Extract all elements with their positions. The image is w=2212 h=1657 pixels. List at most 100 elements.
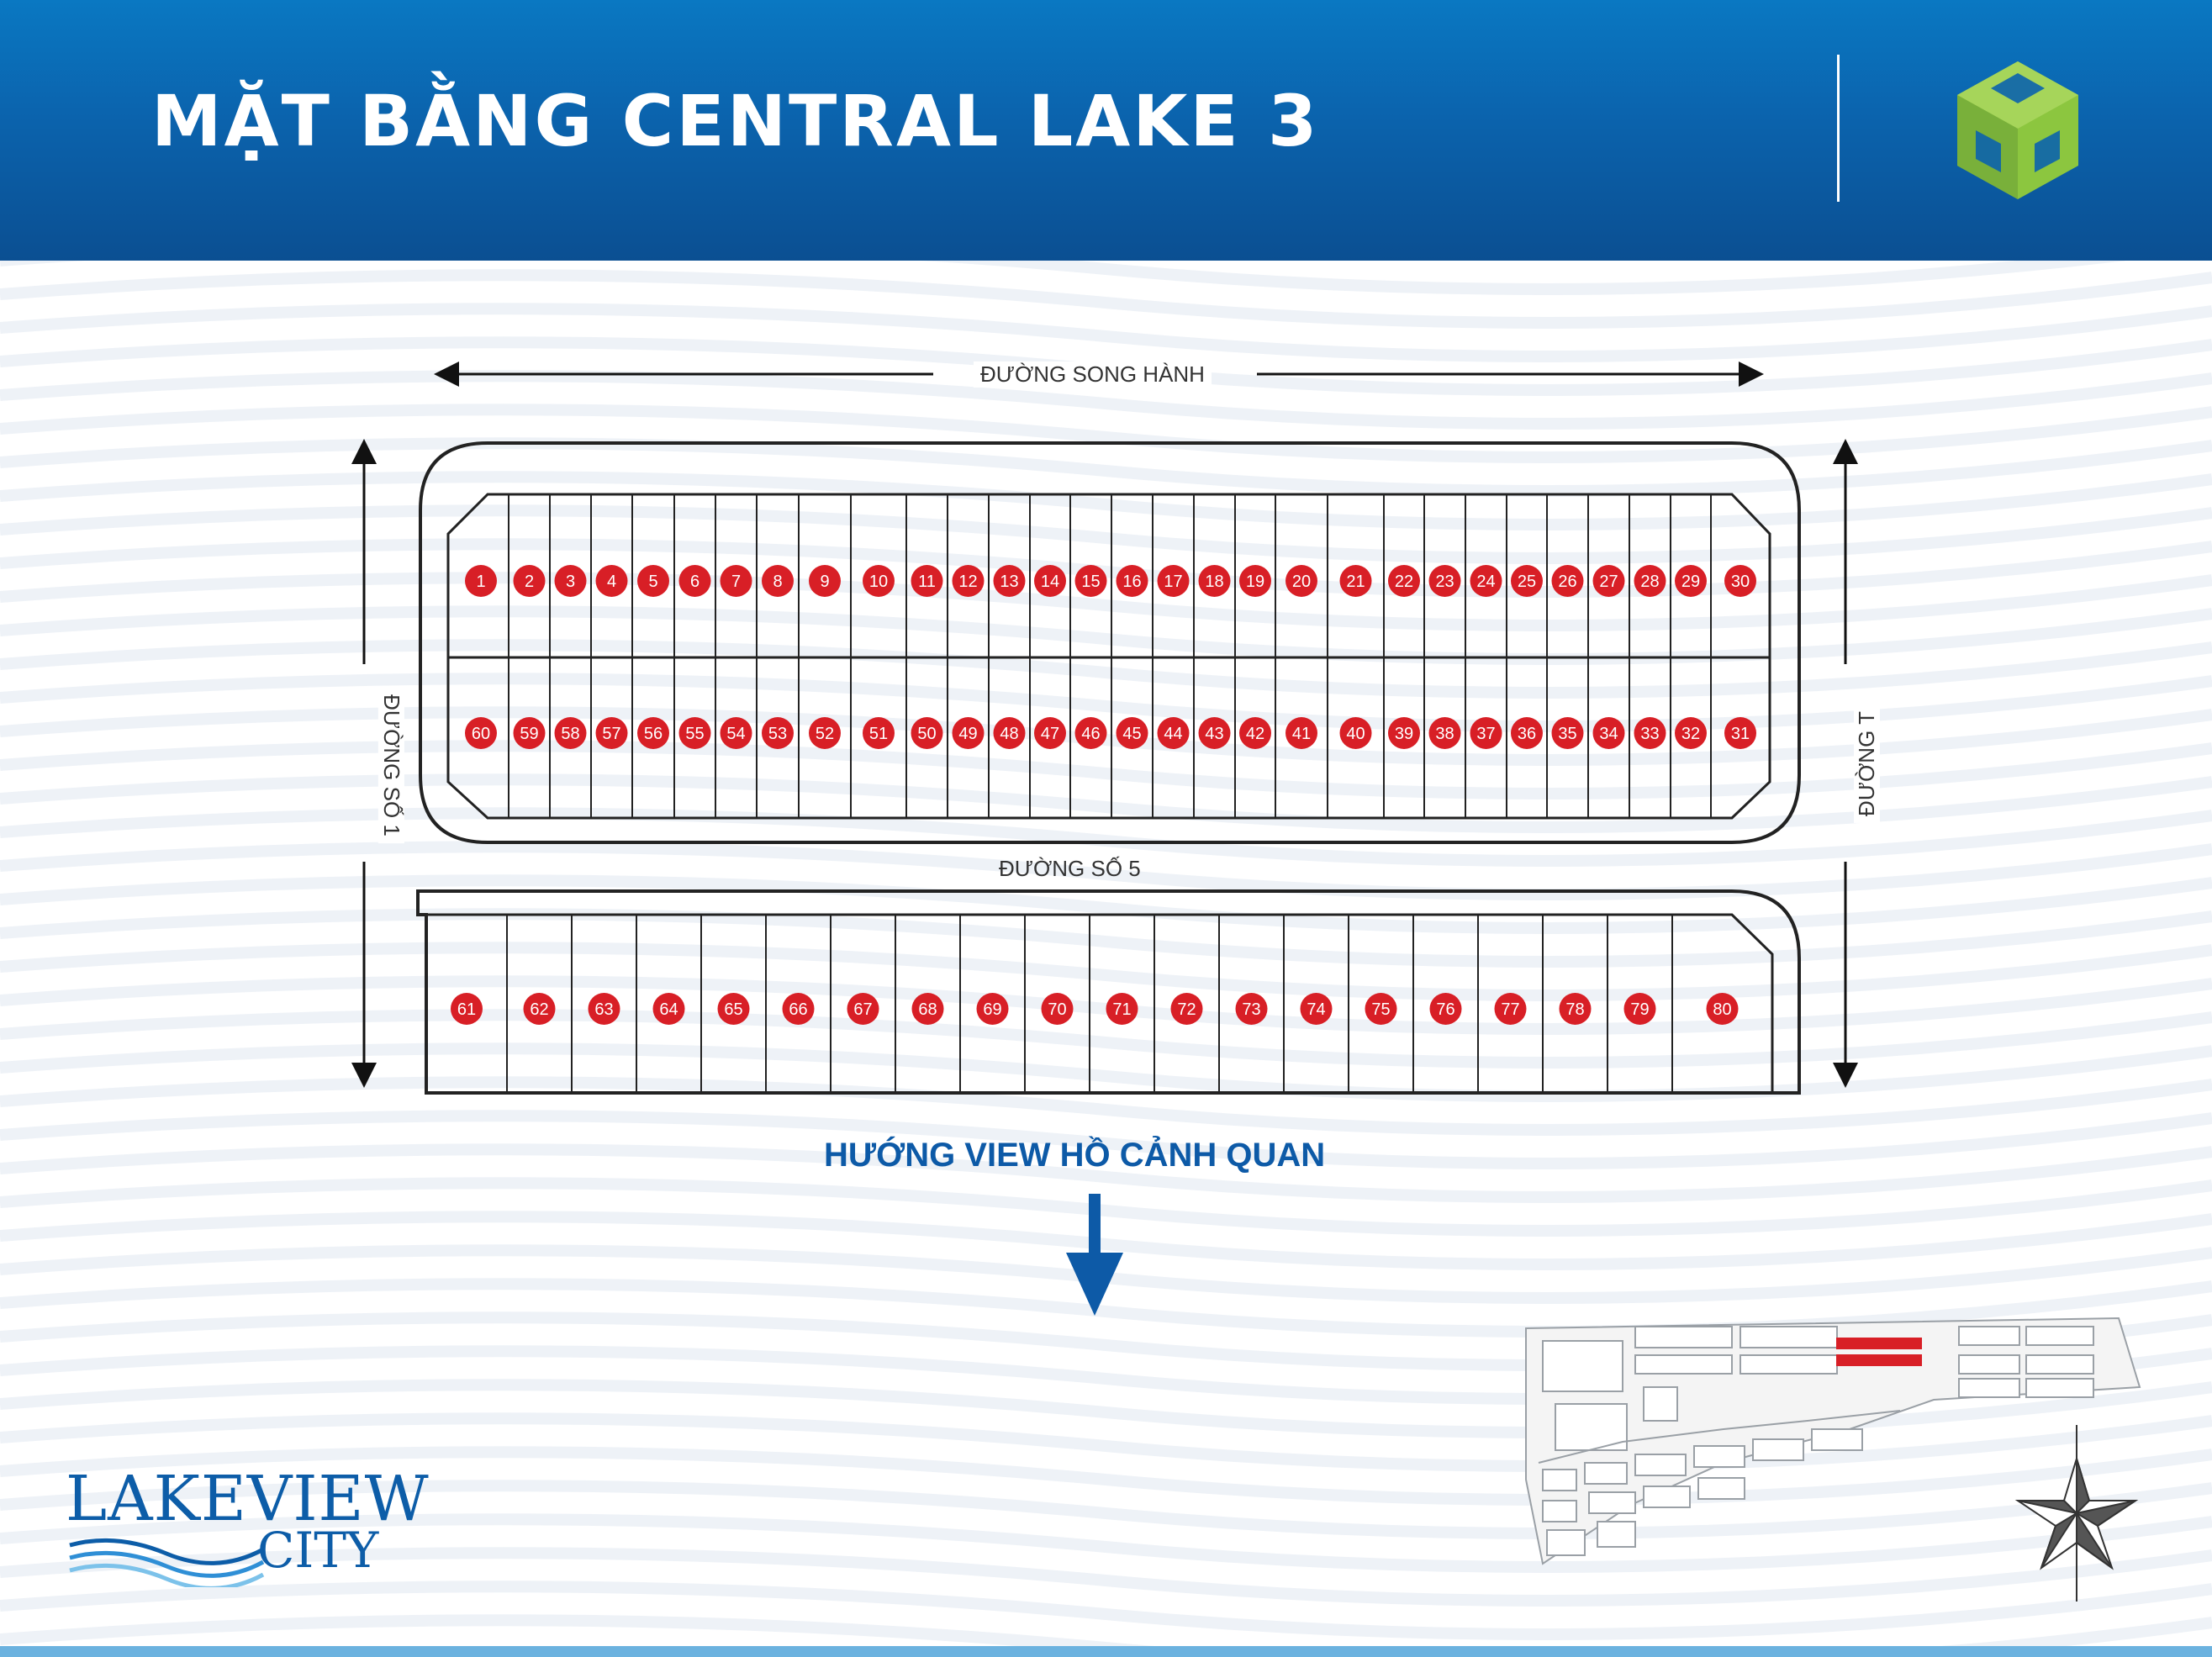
lot-circle <box>863 565 895 597</box>
lot-marker-31[interactable]: 31 <box>1724 717 1756 749</box>
lot-marker-59[interactable]: 59 <box>513 717 546 749</box>
lot-marker-66[interactable]: 66 <box>782 993 815 1025</box>
lot-marker-33[interactable]: 33 <box>1634 717 1666 749</box>
lot-marker-3[interactable]: 3 <box>554 565 587 597</box>
lot-marker-75[interactable]: 75 <box>1365 993 1397 1025</box>
lot-marker-13[interactable]: 13 <box>993 565 1026 597</box>
lot-marker-36[interactable]: 36 <box>1511 717 1543 749</box>
lot-marker-9[interactable]: 9 <box>809 565 841 597</box>
lot-marker-50[interactable]: 50 <box>911 717 943 749</box>
lot-marker-80[interactable]: 80 <box>1706 993 1739 1025</box>
lot-marker-60[interactable]: 60 <box>465 717 497 749</box>
lot-marker-18[interactable]: 18 <box>1198 565 1231 597</box>
lot-marker-52[interactable]: 52 <box>809 717 841 749</box>
lot-marker-65[interactable]: 65 <box>717 993 750 1025</box>
lot-marker-53[interactable]: 53 <box>762 717 794 749</box>
lot-marker-57[interactable]: 57 <box>595 717 628 749</box>
lot-circle <box>1511 717 1543 749</box>
lot-number: 69 <box>983 1000 1001 1019</box>
lot-marker-49[interactable]: 49 <box>952 717 985 749</box>
lot-marker-11[interactable]: 11 <box>911 565 943 597</box>
lot-number: 67 <box>853 1000 872 1019</box>
lot-marker-41[interactable]: 41 <box>1285 717 1317 749</box>
lot-marker-34[interactable]: 34 <box>1592 717 1625 749</box>
lot-circle <box>1300 993 1333 1025</box>
lot-marker-32[interactable]: 32 <box>1675 717 1707 749</box>
lot-marker-21[interactable]: 21 <box>1339 565 1372 597</box>
lot-marker-43[interactable]: 43 <box>1198 717 1231 749</box>
lot-marker-68[interactable]: 68 <box>911 993 944 1025</box>
lot-marker-58[interactable]: 58 <box>554 717 587 749</box>
lot-marker-16[interactable]: 16 <box>1116 565 1148 597</box>
lot-marker-6[interactable]: 6 <box>678 565 711 597</box>
lot-circle <box>1494 993 1527 1025</box>
lot-marker-14[interactable]: 14 <box>1034 565 1066 597</box>
lot-circle <box>863 717 895 749</box>
lot-marker-27[interactable]: 27 <box>1592 565 1625 597</box>
lot-marker-69[interactable]: 69 <box>976 993 1009 1025</box>
lot-number: 39 <box>1395 725 1413 743</box>
lot-marker-23[interactable]: 23 <box>1428 565 1461 597</box>
lot-marker-45[interactable]: 45 <box>1116 717 1148 749</box>
lot-number: 21 <box>1346 573 1365 591</box>
lot-marker-26[interactable]: 26 <box>1551 565 1584 597</box>
lot-marker-22[interactable]: 22 <box>1388 565 1420 597</box>
lot-marker-2[interactable]: 2 <box>513 565 546 597</box>
lot-marker-5[interactable]: 5 <box>637 565 669 597</box>
lot-circle <box>1157 565 1190 597</box>
lot-marker-10[interactable]: 10 <box>863 565 895 597</box>
lot-marker-67[interactable]: 67 <box>847 993 879 1025</box>
lot-marker-72[interactable]: 72 <box>1170 993 1203 1025</box>
lot-marker-44[interactable]: 44 <box>1157 717 1190 749</box>
lot-marker-29[interactable]: 29 <box>1675 565 1707 597</box>
lot-marker-39[interactable]: 39 <box>1388 717 1420 749</box>
lot-number: 43 <box>1205 725 1223 743</box>
lot-marker-24[interactable]: 24 <box>1470 565 1502 597</box>
lot-marker-77[interactable]: 77 <box>1494 993 1527 1025</box>
lot-marker-8[interactable]: 8 <box>762 565 794 597</box>
lot-marker-54[interactable]: 54 <box>720 717 752 749</box>
lot-marker-40[interactable]: 40 <box>1339 717 1372 749</box>
lot-marker-38[interactable]: 38 <box>1428 717 1461 749</box>
lot-marker-78[interactable]: 78 <box>1559 993 1592 1025</box>
lot-marker-71[interactable]: 71 <box>1106 993 1138 1025</box>
lot-marker-74[interactable]: 74 <box>1300 993 1333 1025</box>
lot-marker-19[interactable]: 19 <box>1239 565 1271 597</box>
lot-marker-48[interactable]: 48 <box>993 717 1026 749</box>
lot-marker-12[interactable]: 12 <box>952 565 985 597</box>
lot-marker-42[interactable]: 42 <box>1239 717 1271 749</box>
lot-number: 79 <box>1630 1000 1649 1019</box>
lot-marker-51[interactable]: 51 <box>863 717 895 749</box>
lot-marker-15[interactable]: 15 <box>1074 565 1107 597</box>
lot-circle <box>465 565 497 597</box>
lot-number: 62 <box>530 1000 548 1019</box>
lot-marker-7[interactable]: 7 <box>720 565 752 597</box>
upper-lot-dividers <box>508 494 1712 818</box>
lot-marker-47[interactable]: 47 <box>1034 717 1066 749</box>
lot-marker-20[interactable]: 20 <box>1285 565 1317 597</box>
lot-number: 36 <box>1518 725 1536 743</box>
lot-marker-62[interactable]: 62 <box>523 993 556 1025</box>
lot-marker-55[interactable]: 55 <box>678 717 711 749</box>
lot-marker-70[interactable]: 70 <box>1041 993 1074 1025</box>
lot-marker-73[interactable]: 73 <box>1235 993 1268 1025</box>
lot-marker-79[interactable]: 79 <box>1623 993 1656 1025</box>
lot-marker-35[interactable]: 35 <box>1551 717 1584 749</box>
lot-marker-37[interactable]: 37 <box>1470 717 1502 749</box>
lot-number: 51 <box>869 725 888 743</box>
lot-marker-64[interactable]: 64 <box>652 993 685 1025</box>
lot-marker-46[interactable]: 46 <box>1074 717 1107 749</box>
lot-marker-28[interactable]: 28 <box>1634 565 1666 597</box>
lot-marker-17[interactable]: 17 <box>1157 565 1190 597</box>
lot-marker-25[interactable]: 25 <box>1511 565 1543 597</box>
lot-number: 26 <box>1558 573 1576 591</box>
lot-marker-61[interactable]: 61 <box>451 993 483 1025</box>
lot-marker-76[interactable]: 76 <box>1429 993 1462 1025</box>
lot-marker-4[interactable]: 4 <box>595 565 628 597</box>
lot-number: 42 <box>1246 725 1264 743</box>
lot-circle <box>1388 565 1420 597</box>
lot-marker-30[interactable]: 30 <box>1724 565 1756 597</box>
lot-marker-56[interactable]: 56 <box>637 717 669 749</box>
lot-marker-63[interactable]: 63 <box>588 993 620 1025</box>
lot-marker-1[interactable]: 1 <box>465 565 497 597</box>
